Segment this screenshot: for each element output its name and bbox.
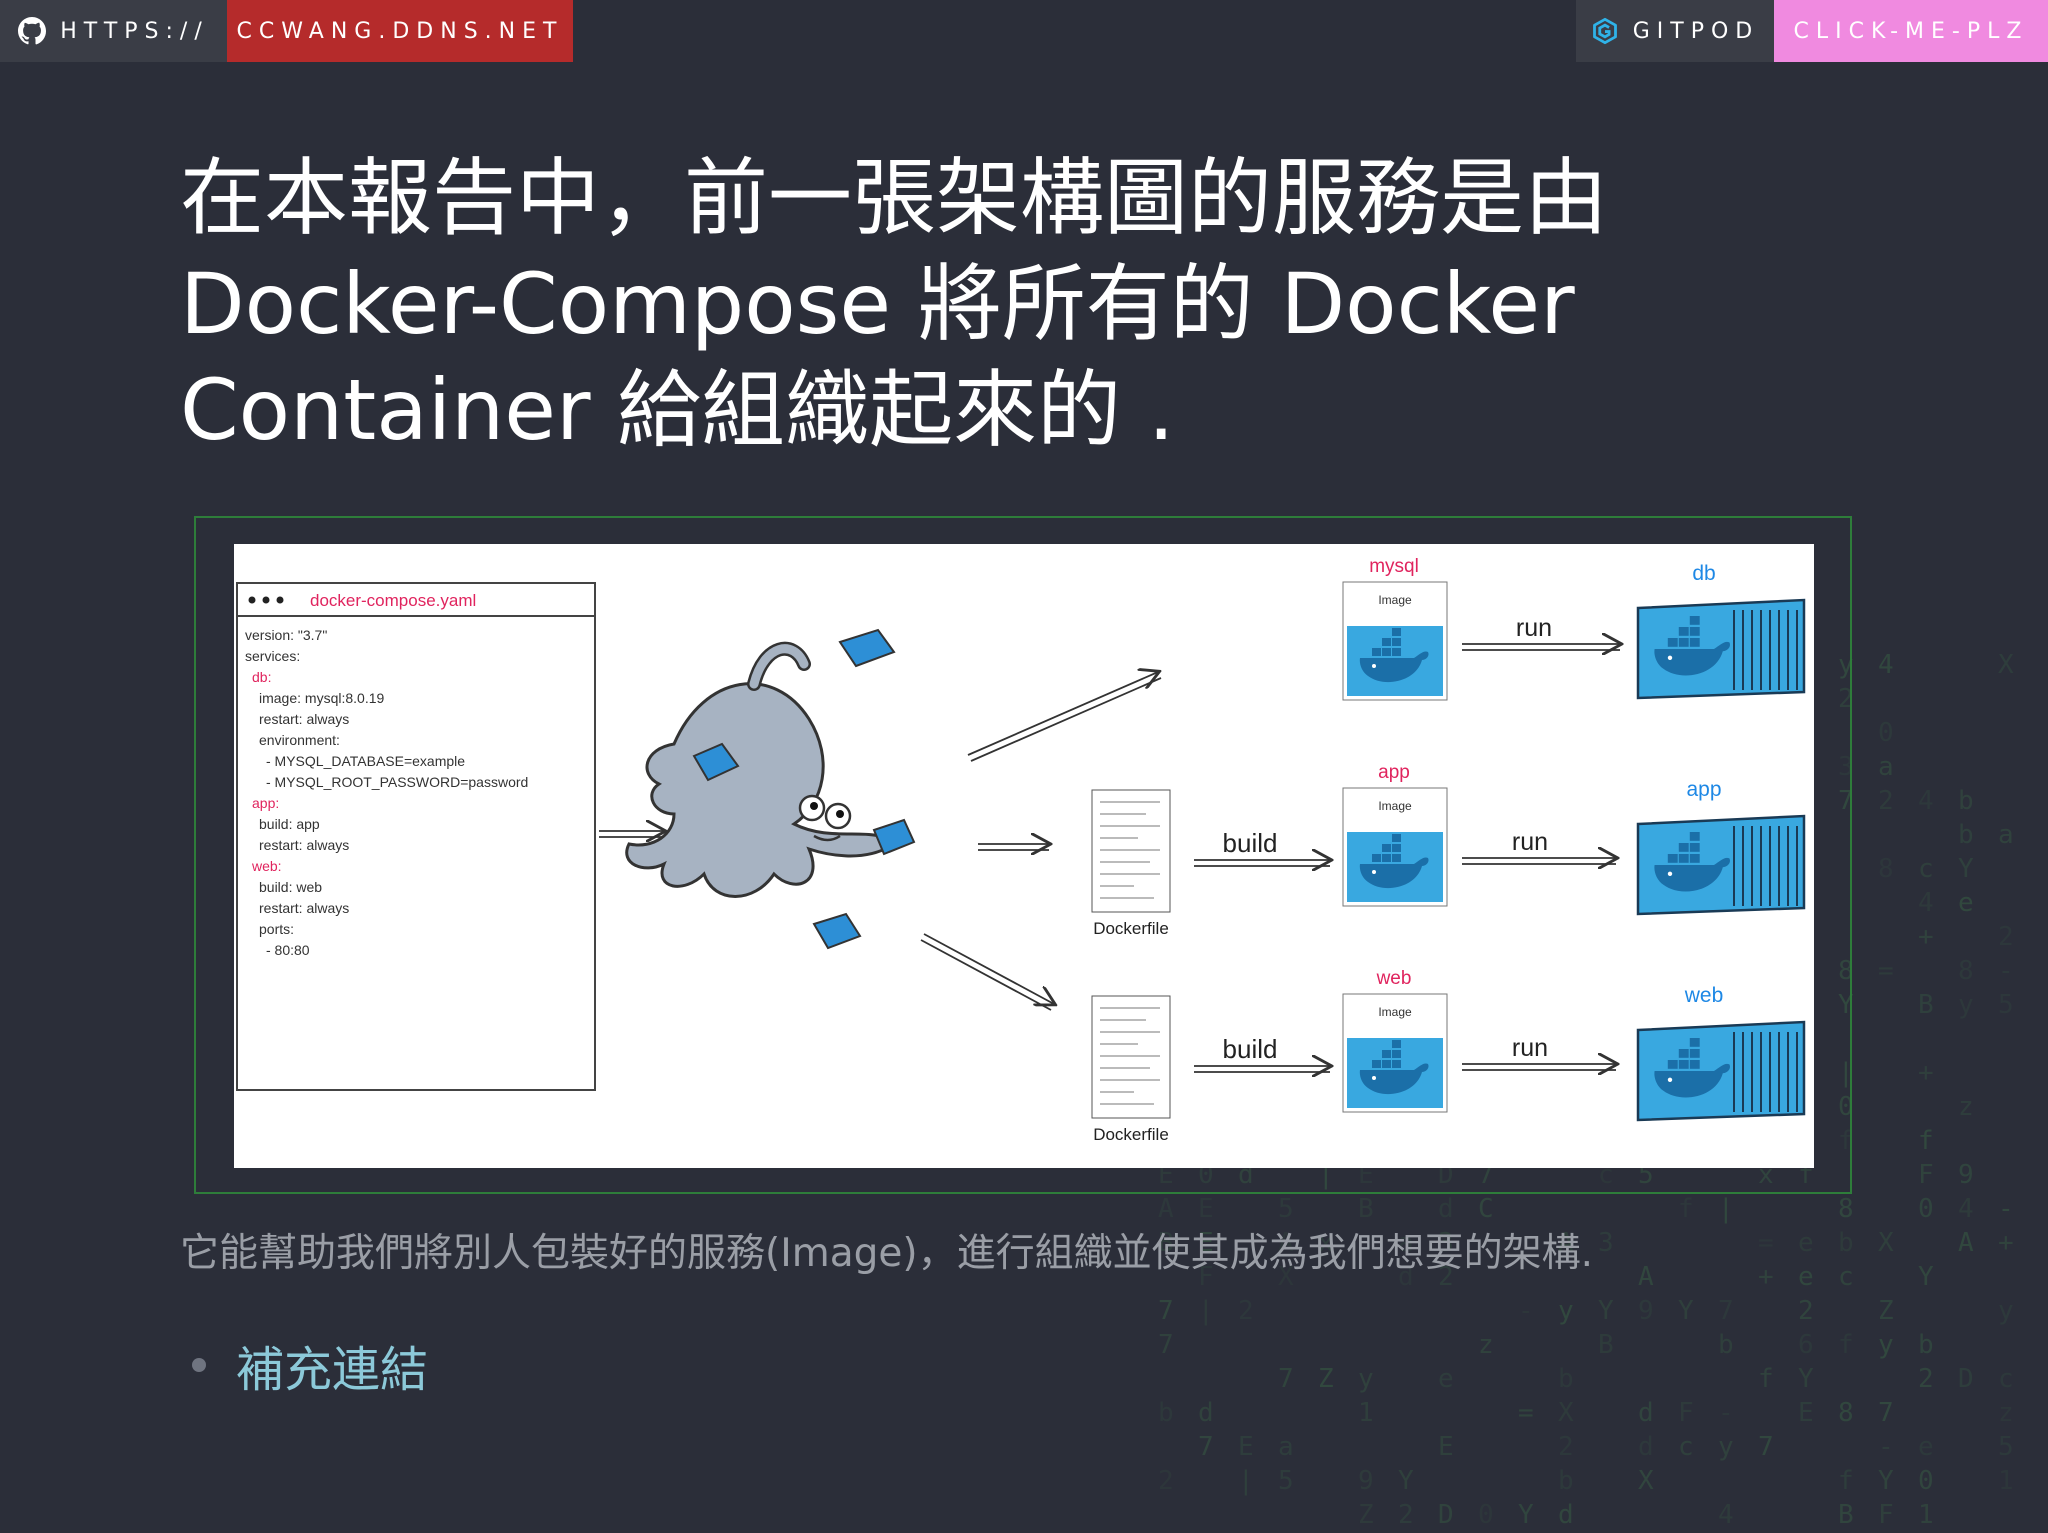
yaml-line: db: — [252, 669, 271, 685]
octopus-illustration — [625, 628, 916, 950]
yaml-line: restart: always — [259, 900, 349, 916]
yaml-line: environment: — [259, 732, 340, 748]
supplement-list-item: 補充連結 — [180, 1330, 428, 1400]
https-label: HTTPS:// — [60, 18, 209, 44]
image-label: Image — [1378, 593, 1412, 607]
yaml-line: build: web — [259, 879, 322, 895]
container-db: db — [1636, 562, 1806, 700]
yaml-line: build: app — [259, 816, 320, 832]
dockerfile-label: Dockerfile — [1093, 1125, 1169, 1144]
dockerfile-label: Dockerfile — [1093, 919, 1169, 938]
image-name: web — [1376, 968, 1412, 989]
image-name: app — [1378, 762, 1410, 783]
github-icon — [18, 17, 47, 45]
yaml-line: - 80:80 — [266, 942, 310, 958]
image-name: mysql — [1369, 556, 1419, 577]
yaml-line: - MYSQL_ROOT_PASSWORD=password — [266, 774, 528, 790]
click-me-label: CLICK-ME-PLZ — [1793, 18, 2029, 44]
dockerfile-icons: Dockerfile Dockerfile — [1091, 789, 1171, 1144]
build-label: build — [1223, 1034, 1278, 1064]
container-name: web — [1684, 984, 1724, 1007]
yaml-line: restart: always — [259, 837, 349, 853]
image-label: Image — [1378, 799, 1412, 813]
diagram-svg: docker-compose.yaml version: "3.7" servic… — [236, 556, 1806, 1144]
yaml-line: app: — [252, 795, 279, 811]
run-label: run — [1512, 1034, 1548, 1062]
yaml-line: services: — [245, 648, 300, 664]
container-app: app — [1636, 778, 1806, 916]
container-name: db — [1692, 562, 1715, 585]
supplement-link[interactable]: 補充連結 — [236, 1342, 429, 1398]
image-label: Image — [1378, 1005, 1412, 1019]
https-badge[interactable]: HTTPS:// — [0, 0, 227, 62]
yaml-line: version: "3.7" — [245, 627, 327, 643]
yaml-window — [236, 582, 596, 1091]
gitpod-link[interactable]: GITPOD — [1576, 0, 1774, 62]
caption-text: 它能幫助我們將別人包裝好的服務(Image)，進行組織並使其成為我們想要的架構. — [180, 1231, 1593, 1276]
slide-title: 在本報告中，前一張架構圖的服務是由 Docker-Compose 將所有的 Do… — [180, 149, 1609, 459]
click-me-link[interactable]: CLICK-ME-PLZ — [1774, 0, 2048, 62]
gitpod-icon — [1592, 17, 1617, 45]
yaml-line: ports: — [259, 921, 294, 937]
domain-label: CCWANG.DDNS.NET — [236, 18, 564, 44]
figure-frame — [194, 516, 1852, 1194]
container-name: app — [1686, 778, 1721, 801]
run-label: run — [1512, 828, 1548, 856]
docker-compose-diagram: docker-compose.yaml version: "3.7" servic… — [234, 544, 1814, 1168]
container-web: web — [1636, 984, 1806, 1122]
bullet-dot — [192, 1358, 206, 1372]
domain-link[interactable]: CCWANG.DDNS.NET — [227, 0, 573, 62]
yaml-filename: docker-compose.yaml — [310, 591, 476, 610]
yaml-line: restart: always — [259, 711, 349, 727]
yaml-line: image: mysql:8.0.19 — [259, 690, 384, 706]
yaml-line: - MYSQL_DATABASE=example — [266, 753, 465, 769]
run-label: run — [1516, 614, 1552, 642]
build-label: build — [1223, 828, 1278, 858]
gitpod-label: GITPOD — [1632, 18, 1760, 44]
top-bar: HTTPS:// CCWANG.DDNS.NET GITPOD CLICK-ME… — [0, 0, 2048, 62]
yaml-line: web: — [251, 858, 282, 874]
